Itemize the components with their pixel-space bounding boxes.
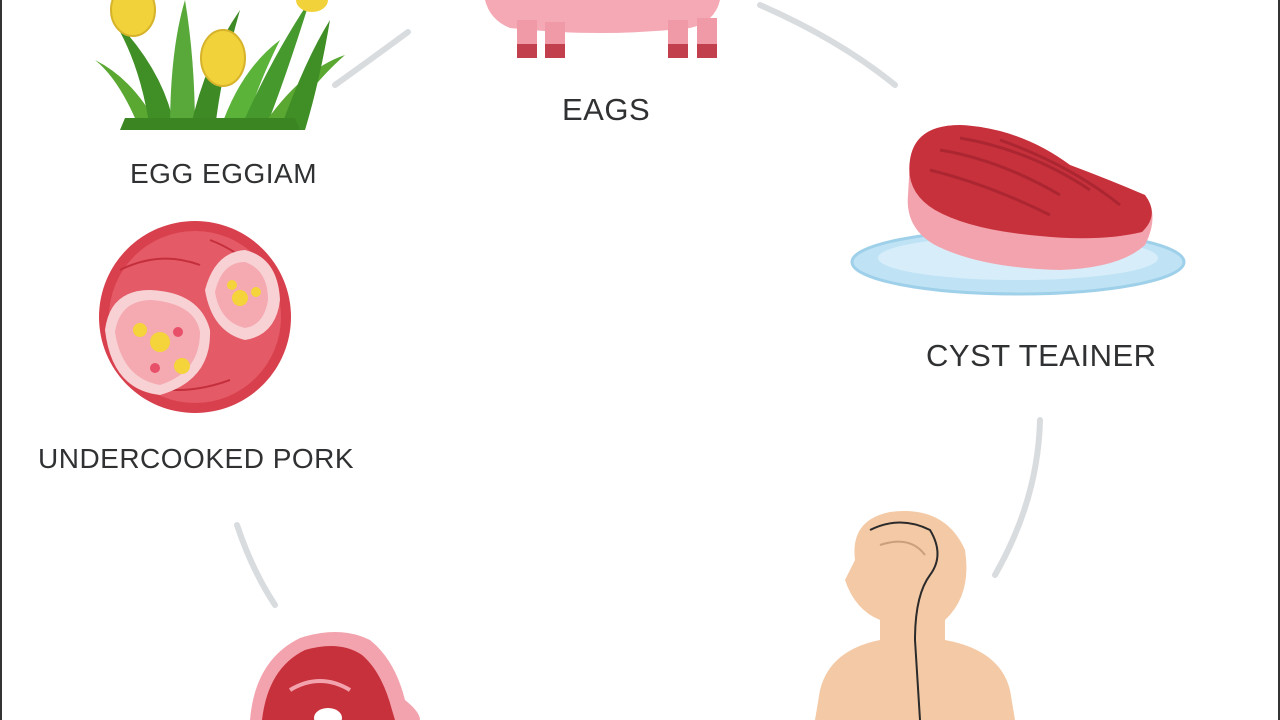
cyst-tissue-icon <box>99 221 291 413</box>
arc-grass-to-pig <box>332 29 411 88</box>
grass-eggs-icon <box>95 0 345 130</box>
arc-steak-to-human <box>992 417 1043 578</box>
label-undercooked-pork: UNDERCOOKED PORK <box>38 443 355 474</box>
human-nervous-system-icon <box>815 511 1015 720</box>
label-cyst: CYST TEAINER <box>926 338 1157 373</box>
pig-icon <box>485 0 720 58</box>
steak-plate-icon <box>850 125 1186 296</box>
label-egg: EGG EGGIAM <box>130 158 318 189</box>
arc-pork-to-cut <box>234 522 278 608</box>
label-eags: EAGS <box>562 92 651 127</box>
pork-cut-icon <box>250 631 420 720</box>
cycle-arcs <box>234 2 1043 608</box>
arc-pig-to-steak <box>757 2 898 88</box>
